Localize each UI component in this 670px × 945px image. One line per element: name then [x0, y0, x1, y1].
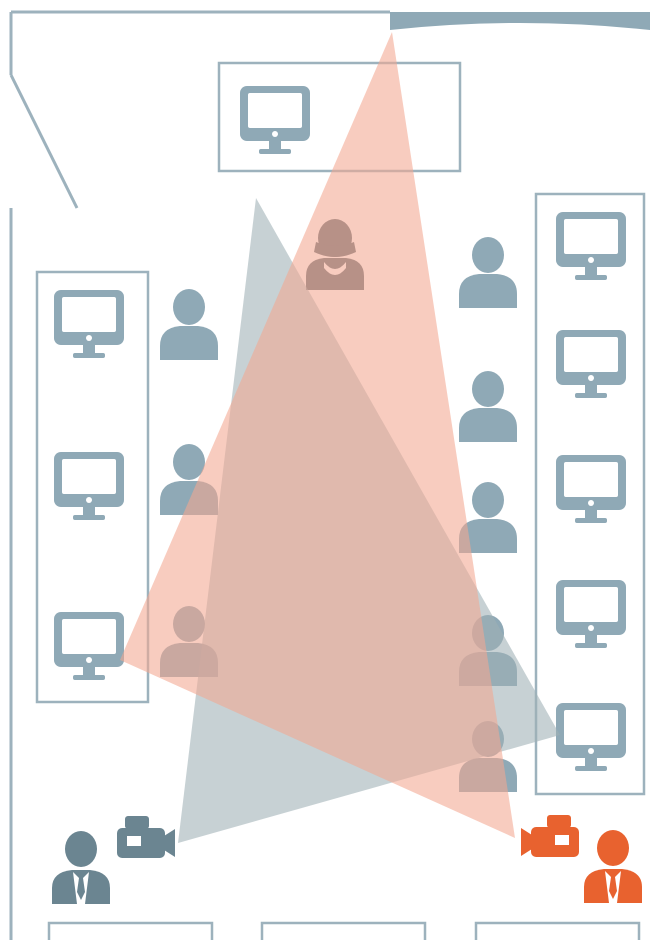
monitor-icon [54, 612, 124, 680]
monitor-icon [556, 580, 626, 648]
monitor-icon [54, 290, 124, 358]
bottom-table [260, 921, 427, 945]
camera-operator-icon [584, 830, 642, 903]
monitor-icon [556, 212, 626, 280]
right-desk [534, 192, 646, 796]
person-icon [459, 237, 517, 308]
camera-operator-icon [52, 831, 110, 904]
monitor-icon [240, 86, 310, 154]
monitor-icon [54, 452, 124, 520]
screen-arc [390, 12, 650, 30]
video-camera-icon [521, 815, 579, 857]
monitor-icon [556, 703, 626, 771]
monitor-icon [556, 455, 626, 523]
bottom-table [474, 921, 641, 945]
video-camera-icon [117, 816, 175, 858]
person-icon [459, 371, 517, 442]
wall-diagonal [9, 74, 79, 209]
room-walls [9, 10, 390, 940]
bottom-table [47, 921, 214, 945]
left-desk [35, 270, 150, 704]
camera-view-cone-coral [120, 32, 515, 838]
monitor-icon [556, 330, 626, 398]
person-icon [160, 289, 218, 360]
